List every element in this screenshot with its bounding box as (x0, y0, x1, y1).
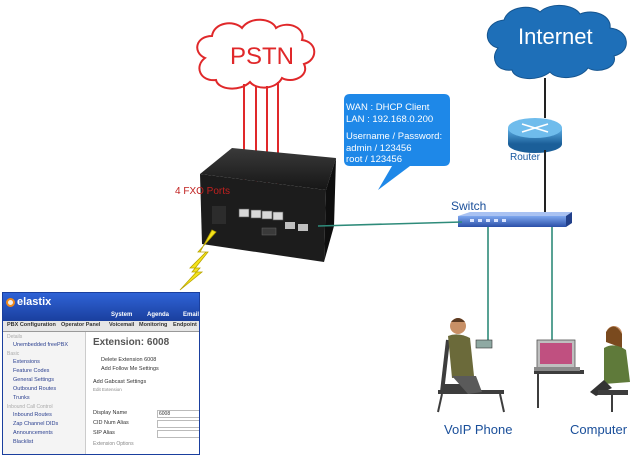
nav-system[interactable]: System (111, 312, 133, 318)
sidebar-item-blacklist[interactable]: Blacklist (13, 439, 34, 445)
add-follow-me-link[interactable]: Add Follow Me Settings (101, 366, 159, 372)
fxo-ports-label: 4 FXO Ports (175, 186, 231, 197)
elastix-logo-icon (6, 298, 15, 307)
sidebar-item-zap-channel-dids[interactable]: Zap Channel DIDs (13, 421, 59, 427)
elastix-logo: elastix (17, 296, 52, 308)
cid-num-alias-field[interactable] (157, 420, 199, 428)
fxo-ports (238, 208, 284, 221)
callout-line: LAN : 192.168.0.200 (346, 113, 434, 125)
computer-user (534, 326, 630, 412)
sidebar-item-inbound-routes[interactable]: Inbound Routes (13, 412, 52, 418)
sidebar-section: Inbound Call Control (7, 404, 53, 410)
voip-phone-user (437, 318, 505, 413)
delete-extension-link[interactable]: Delete Extension 6008 (101, 357, 157, 363)
pstn-cloud (196, 18, 316, 90)
tab-pbx-configuration[interactable]: PBX Configuration (7, 322, 56, 328)
callout-line: root / 123456 (346, 154, 402, 165)
sidebar-item-general-settings[interactable]: General Settings (13, 377, 54, 383)
nav-agenda[interactable]: Agenda (147, 312, 170, 318)
lan-cables (317, 221, 553, 346)
tab-operator-panel[interactable]: Operator Panel (61, 322, 101, 328)
page-title: Extension: 6008 (93, 337, 170, 348)
router-device (508, 118, 562, 153)
elastix-sidebar: Details Unembedded freePBX Basic Extensi… (3, 332, 86, 454)
elastix-screenshot: elastix System Agenda Email PBX Configur… (2, 292, 200, 455)
callout-line: admin / 123456 (346, 142, 412, 154)
voip-phone-label: VoIP Phone (444, 422, 513, 437)
switch-label: Switch (451, 199, 487, 213)
sidebar-item-extensions[interactable]: Extensions (13, 359, 40, 365)
callout-line: Username / Password: (346, 131, 443, 142)
sidebar-item-outbound-routes[interactable]: Outbound Routes (13, 386, 57, 392)
sip-alias-field[interactable] (157, 430, 199, 438)
edit-extension-label: Edit Extension (93, 387, 122, 392)
callout-line: WAN : DHCP Client (346, 102, 430, 113)
sidebar-item-announcements[interactable]: Announcements (13, 430, 53, 436)
field-label: SIP Alias (93, 430, 115, 436)
tab-endpoint[interactable]: Endpoint (173, 322, 197, 328)
field-label: CID Num Alias (93, 420, 129, 426)
sidebar-item-unembedded[interactable]: Unembedded freePBX (13, 342, 69, 348)
nav-email[interactable]: Email (183, 312, 200, 318)
callout-text: WAN : DHCP Client LAN : 192.168.0.200 Us… (346, 102, 446, 166)
tab-monitoring[interactable]: Monitoring (139, 322, 168, 328)
router-label: Router (510, 152, 541, 163)
ippbx-appliance (200, 148, 336, 262)
sidebar-section: Details (7, 334, 23, 340)
display-name-field[interactable]: 6008 (157, 410, 199, 418)
elastix-header: elastix System Agenda Email (3, 293, 200, 321)
elastix-tabs: PBX Configuration Operator Panel Voicema… (3, 321, 199, 332)
sidebar-item-trunks[interactable]: Trunks (13, 395, 30, 401)
extension-options-label: Extension Options (93, 441, 134, 447)
config-callout (344, 94, 450, 190)
sidebar-section: Basic (7, 351, 20, 357)
internet-cloud (487, 5, 627, 79)
network-switch (458, 212, 572, 227)
lightning-bolt (179, 229, 217, 291)
add-gabcast-link[interactable]: Add Gabcast Settings (93, 379, 147, 385)
internet-label: Internet (518, 24, 593, 49)
computer-label: Computer (570, 422, 628, 437)
pstn-label: PSTN (230, 43, 295, 70)
field-label: Display Name (93, 410, 128, 416)
tab-voicemail[interactable]: Voicemail (109, 322, 135, 328)
sidebar-item-feature-codes[interactable]: Feature Codes (13, 368, 50, 374)
